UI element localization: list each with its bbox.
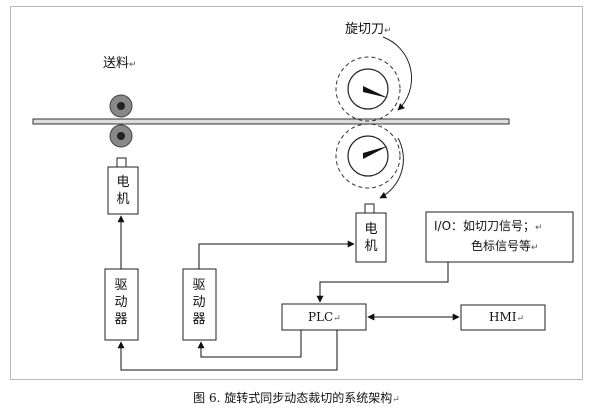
motor-right-label: 电 机 [364, 222, 378, 254]
io-label-line2: 色标信号等↵ [471, 239, 539, 253]
motor-right [355, 203, 387, 263]
rotary-knife-top [335, 36, 413, 122]
hmi-label: HMI↵ [489, 310, 525, 324]
plc-box [281, 303, 367, 331]
material-strip [32, 118, 510, 125]
figure-frame [10, 6, 583, 380]
figure-caption: 图 6. 旋转式同步动态裁切的系统架构↵ [193, 391, 400, 405]
feed-rollers [109, 94, 133, 148]
io-label-line1: I/O：如切刀信号；↵ [434, 219, 543, 233]
connectors [117, 215, 460, 371]
driver-right-label: 驱 动 器 [192, 278, 206, 327]
rotary-knife-bottom [335, 123, 404, 199]
motor-left-label: 电 机 [116, 175, 130, 207]
driver-left-label: 驱 动 器 [114, 278, 128, 327]
plc-label: PLC↵ [308, 310, 341, 324]
rotary-knife-label: 旋切刀↵ [345, 22, 392, 37]
motor-left [107, 157, 139, 215]
feed-label: 送料↵ [103, 56, 137, 71]
driver-left-box [104, 268, 139, 341]
hmi-box [460, 304, 546, 331]
io-box [425, 211, 574, 263]
driver-right-box [182, 268, 217, 341]
